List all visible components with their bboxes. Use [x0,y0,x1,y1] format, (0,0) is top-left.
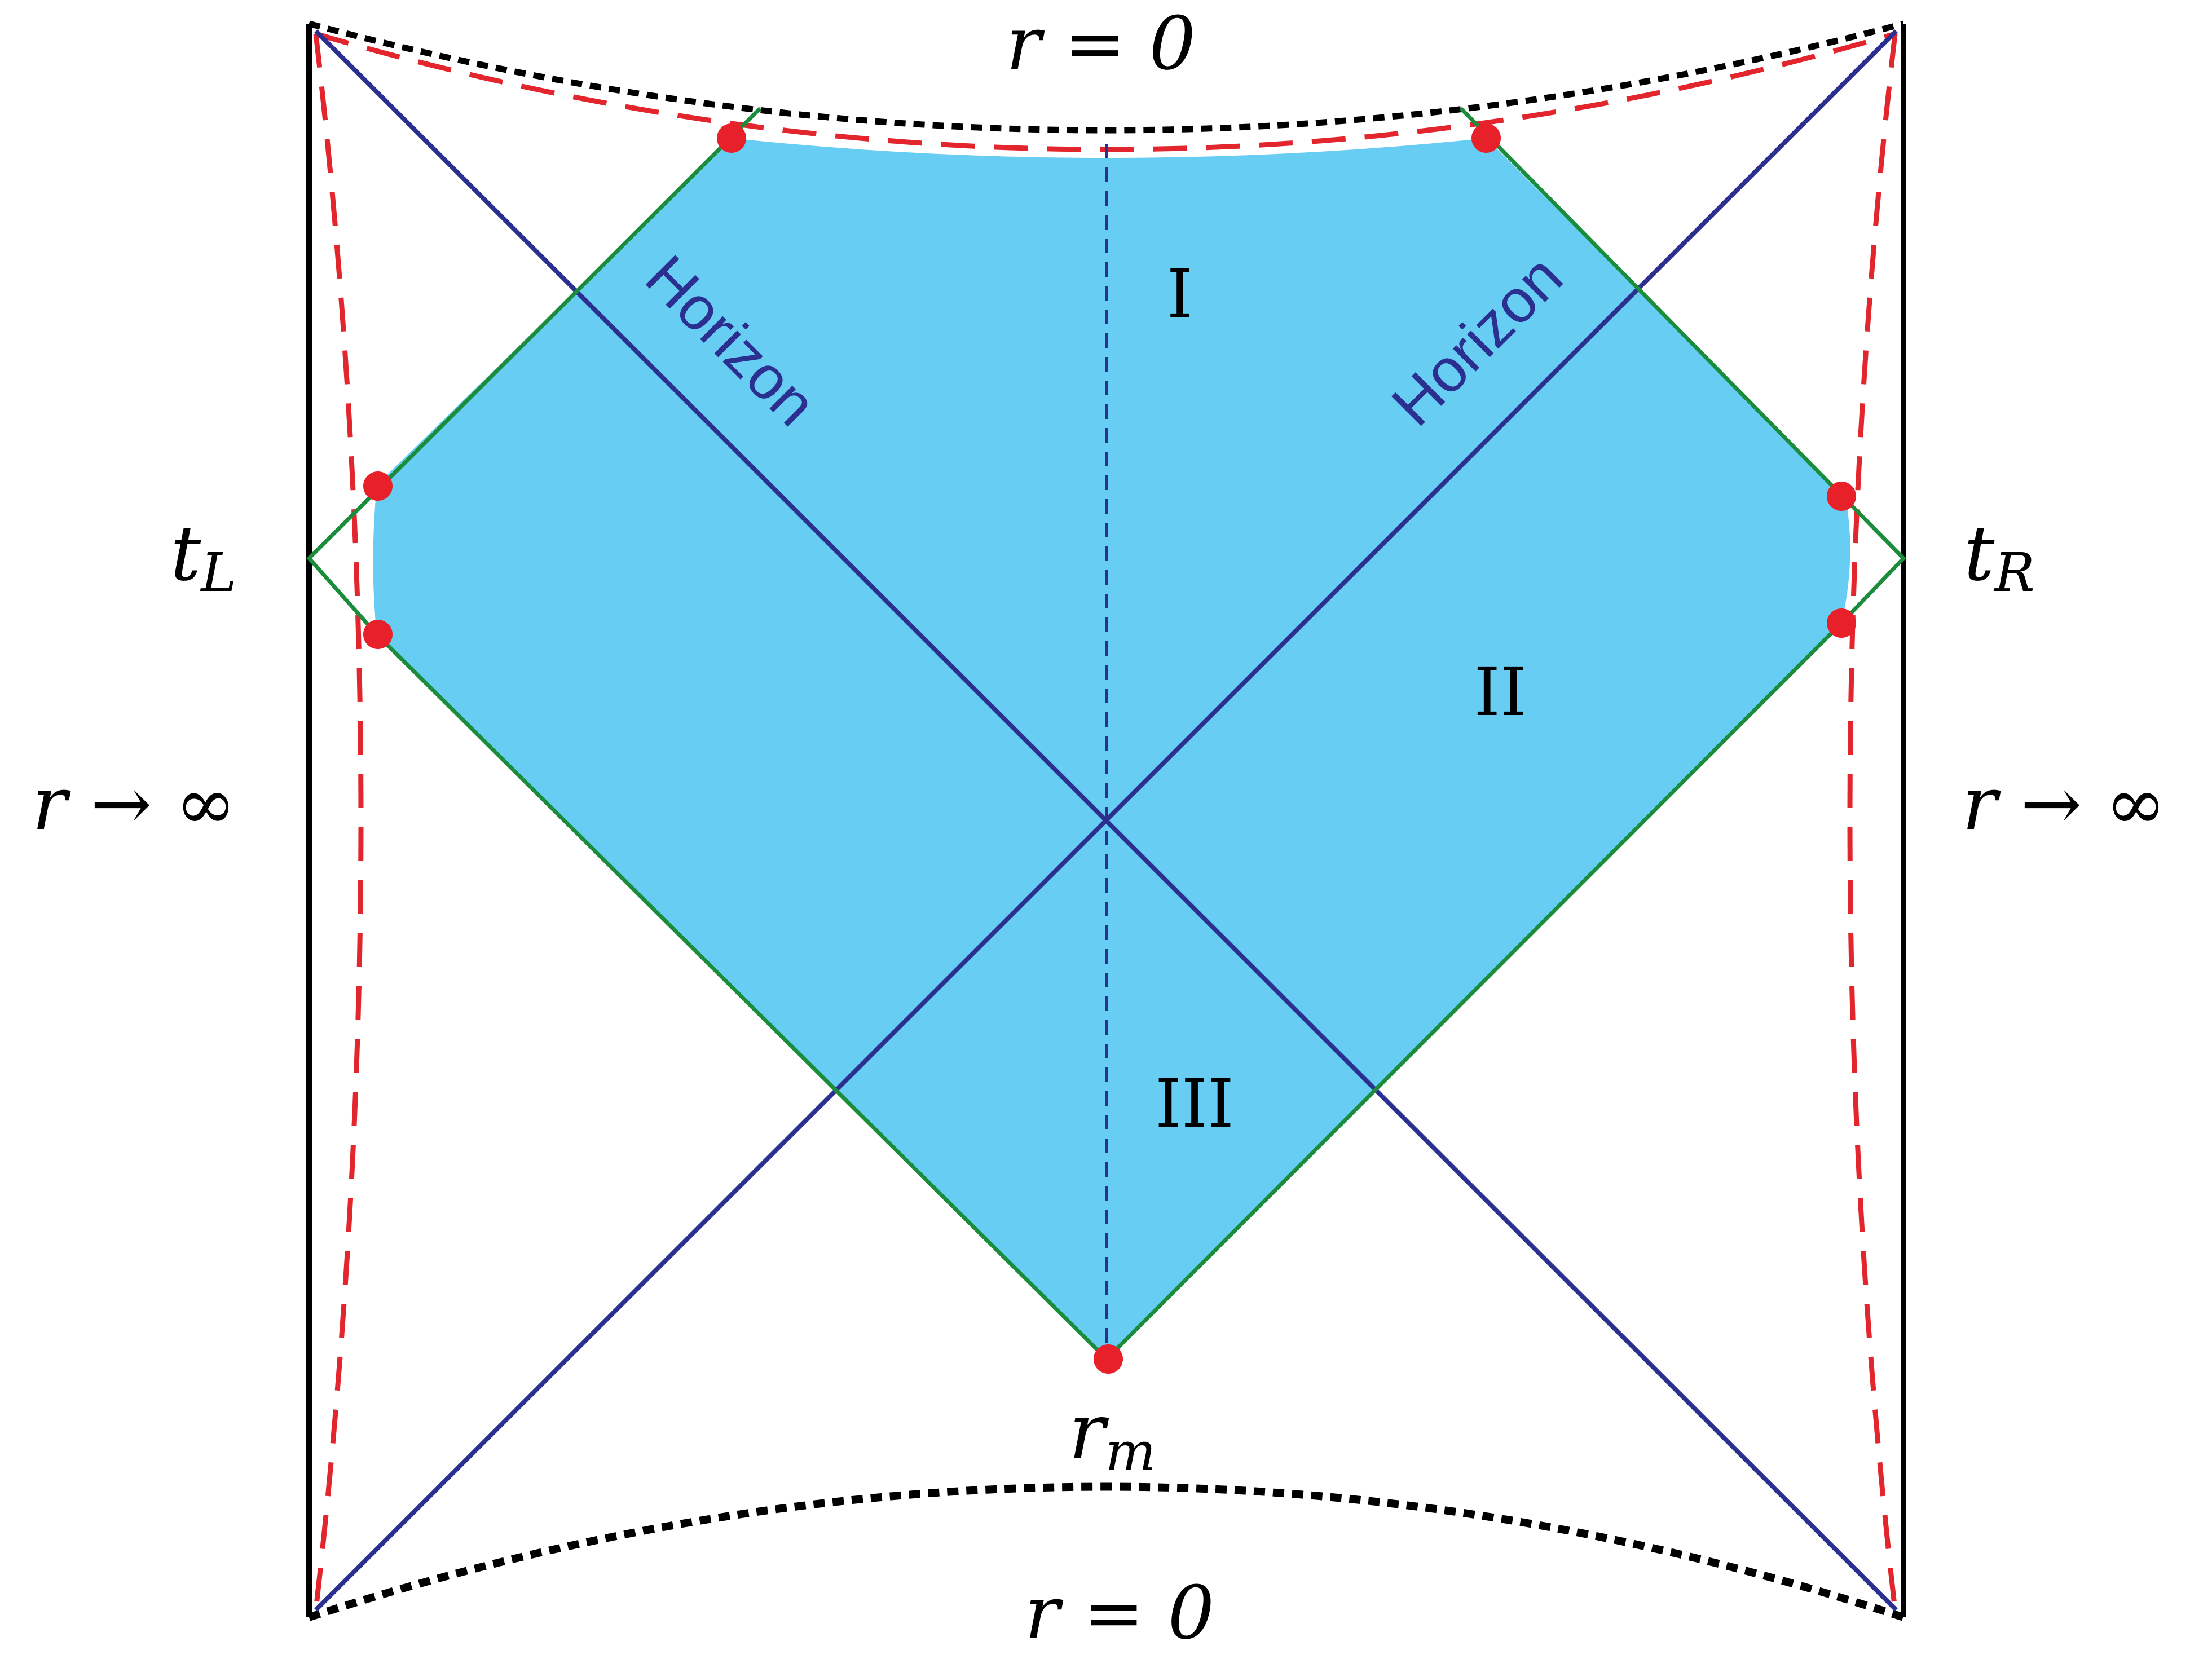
region-label-3: III [1155,1065,1234,1142]
bottom-singularity-label: r = 0 [1025,1570,1214,1656]
min-radius-label: rm [1069,1387,1156,1483]
region-label-2: II [1474,653,1526,731]
marker-left-lower [363,620,393,649]
right-time-label: tR [1964,509,2035,604]
wdw-patch-region [373,138,1850,1359]
marker-right-lower [1827,608,1856,638]
marker-right-upper [1827,482,1856,511]
top-singularity-label: r = 0 [1006,1,1196,86]
right-boundary-label: r → ∞ [1962,761,2166,846]
left-boundary-label: r → ∞ [32,761,236,846]
marker-left-upper [363,471,393,501]
region-label-1: I [1167,255,1193,333]
top-singularity-curve [308,20,1905,134]
marker-top-right [1471,123,1501,153]
left-time-label: tL [170,509,236,604]
marker-top-left [717,123,746,153]
wdw-boundary-right [1105,107,1906,1361]
cutoff-surface-left [313,33,364,1611]
marker-group [363,123,1856,1374]
wdw-boundary-left [306,107,1108,1361]
bottom-singularity-curve [307,1482,1905,1621]
marker-min-radius [1094,1344,1123,1374]
cutoff-surface-right [1847,33,1898,1611]
